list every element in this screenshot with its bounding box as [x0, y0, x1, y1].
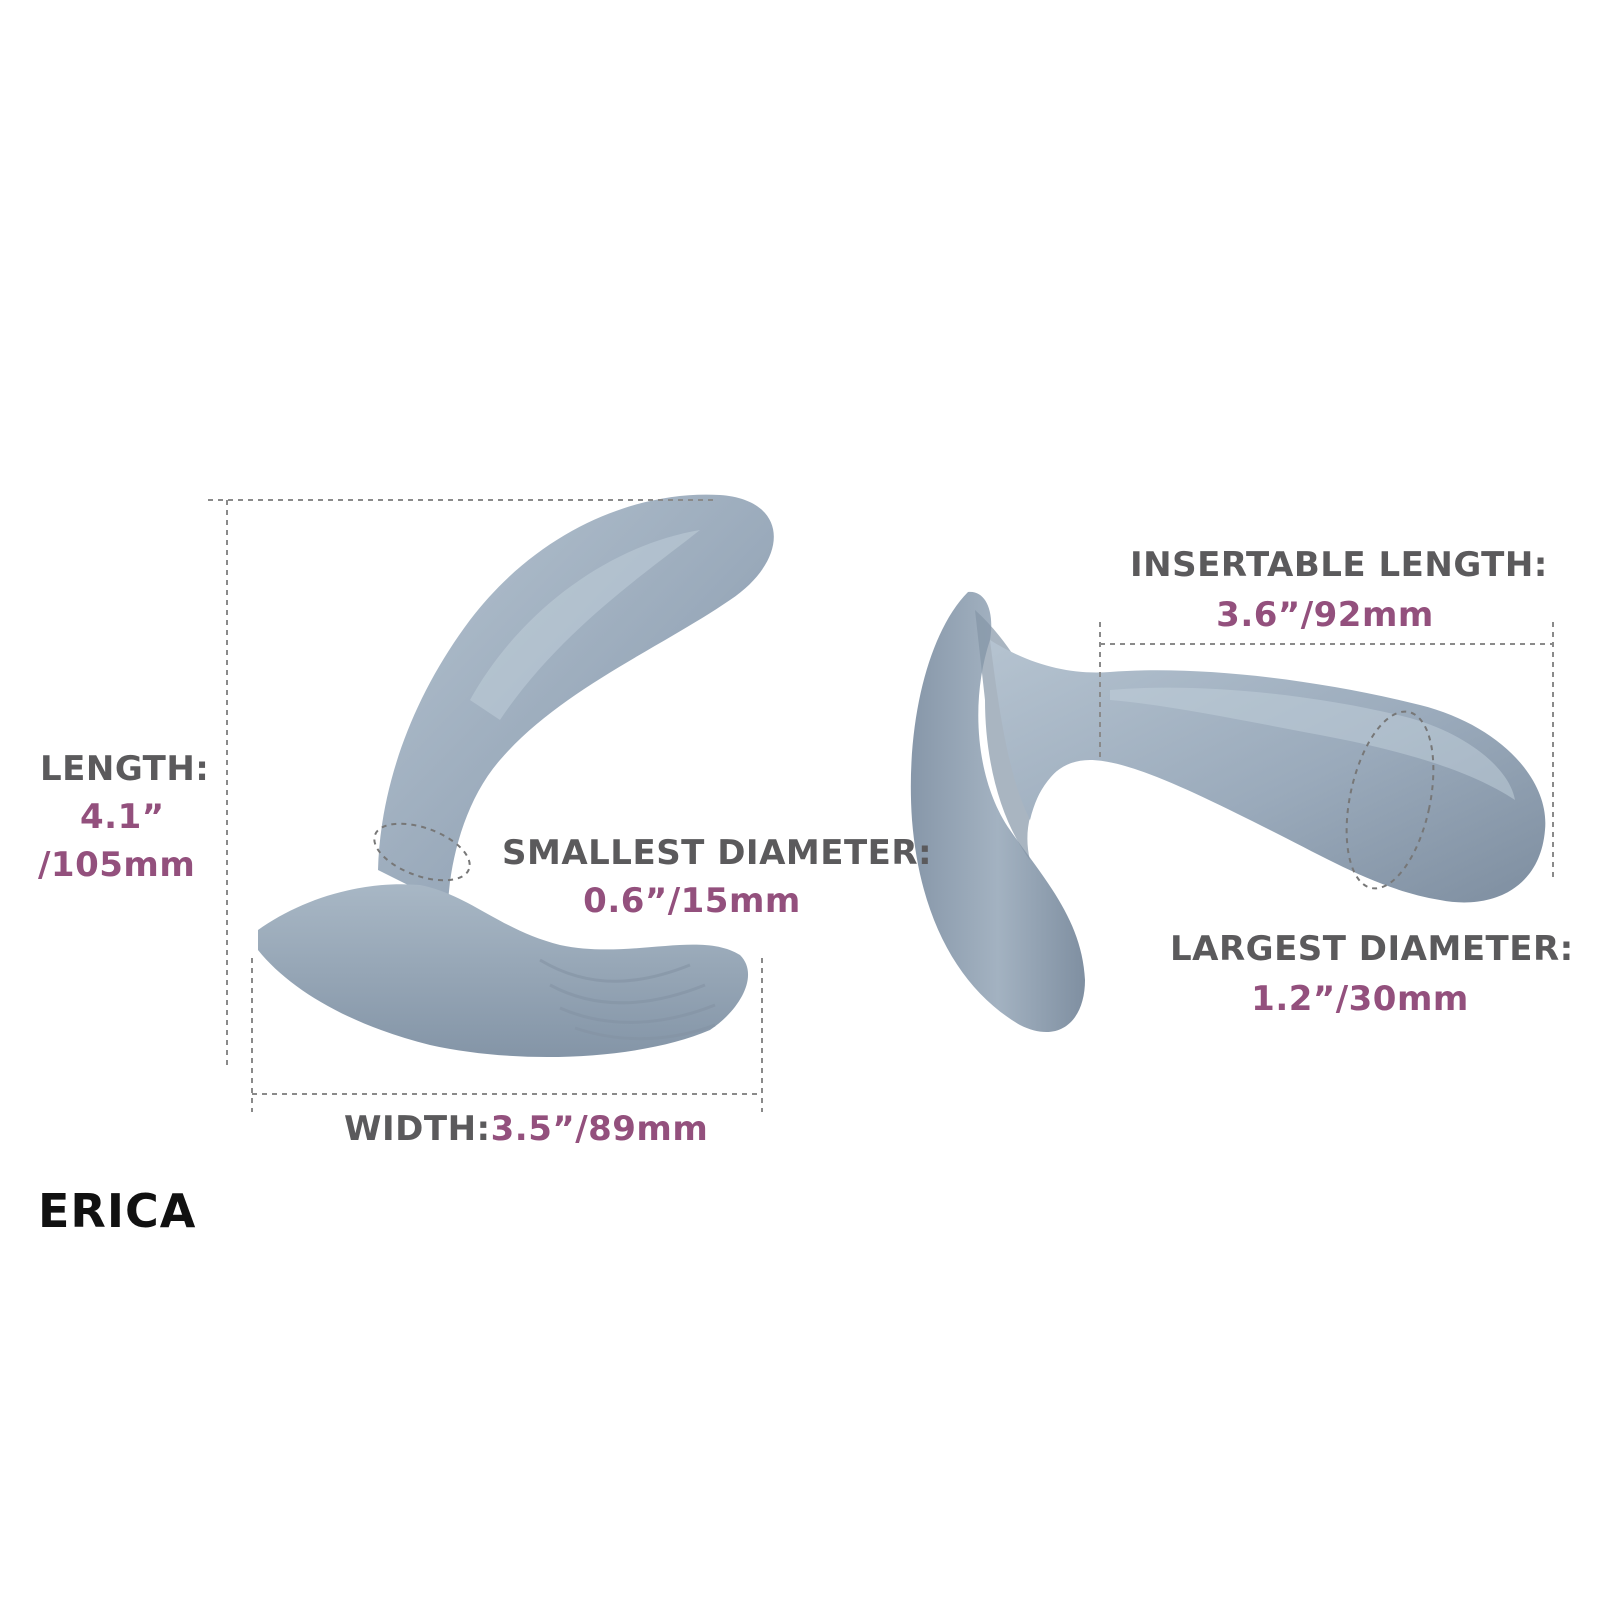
product-wing — [910, 591, 1085, 1033]
insertable-length-label: INSERTABLE LENGTH: — [1130, 545, 1548, 585]
product-shaft — [378, 494, 774, 905]
base-ridges — [539, 958, 716, 1041]
smallest-diameter-value: 0.6”/15mm — [583, 881, 801, 921]
product-side-view — [258, 494, 774, 1057]
largest-diameter-ring — [1345, 710, 1435, 890]
smallest-diameter-label: SMALLEST DIAMETER: — [502, 833, 933, 873]
product-base — [258, 884, 749, 1057]
width-label: WIDTH: — [344, 1109, 491, 1149]
smallest-diameter-ring — [373, 822, 471, 882]
length-label: LENGTH: — [40, 749, 210, 789]
width-value: 3.5”/89mm — [490, 1109, 709, 1149]
insertable-length-value: 3.6”/92mm — [1216, 595, 1434, 635]
product-name: ERICA — [38, 1184, 197, 1238]
largest-diameter-value: 1.2”/30mm — [1251, 979, 1469, 1019]
width-dimension: WIDTH:3.5”/89mm — [344, 1112, 708, 1146]
length-value-mm: /105mm — [38, 845, 196, 885]
shaft-highlight — [470, 530, 700, 720]
product-arm — [990, 640, 1546, 903]
arm-highlight — [1110, 687, 1515, 800]
product-top-view — [910, 591, 1546, 1033]
length-value-inch: 4.1” — [80, 797, 165, 837]
largest-diameter-label: LARGEST DIAMETER: — [1170, 929, 1574, 969]
